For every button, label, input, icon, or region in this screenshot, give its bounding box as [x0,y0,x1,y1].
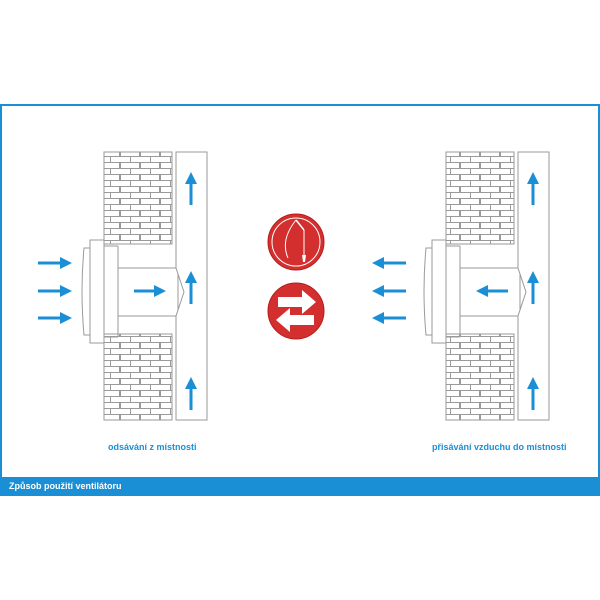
pull-cord-switch-icon [267,213,325,271]
caption-exhaust: odsávání z místnosti [108,442,197,452]
right-installation [372,151,550,421]
diagram-frame [0,104,600,496]
brick-wall-upper-right [445,151,515,245]
fan-front-left [81,247,91,336]
fan-front-right [423,247,433,336]
left-installation [38,151,208,421]
two-way-airflow-icon [267,282,325,340]
caption-supply: přisávání vzduchu do místnosti [432,442,567,452]
footer-bar: Způsob použití ventilátoru [0,477,600,496]
footer-title: Způsob použití ventilátoru [9,481,122,491]
brick-wall-upper-left [103,151,173,245]
brick-wall-lower-right [445,333,515,421]
brick-wall-lower-left [103,333,173,421]
airflow-arrows-out-right [372,257,406,324]
airflow-arrows-in-left [38,257,72,324]
fan-housing-left [89,239,105,344]
fan-housing-right [431,239,447,344]
